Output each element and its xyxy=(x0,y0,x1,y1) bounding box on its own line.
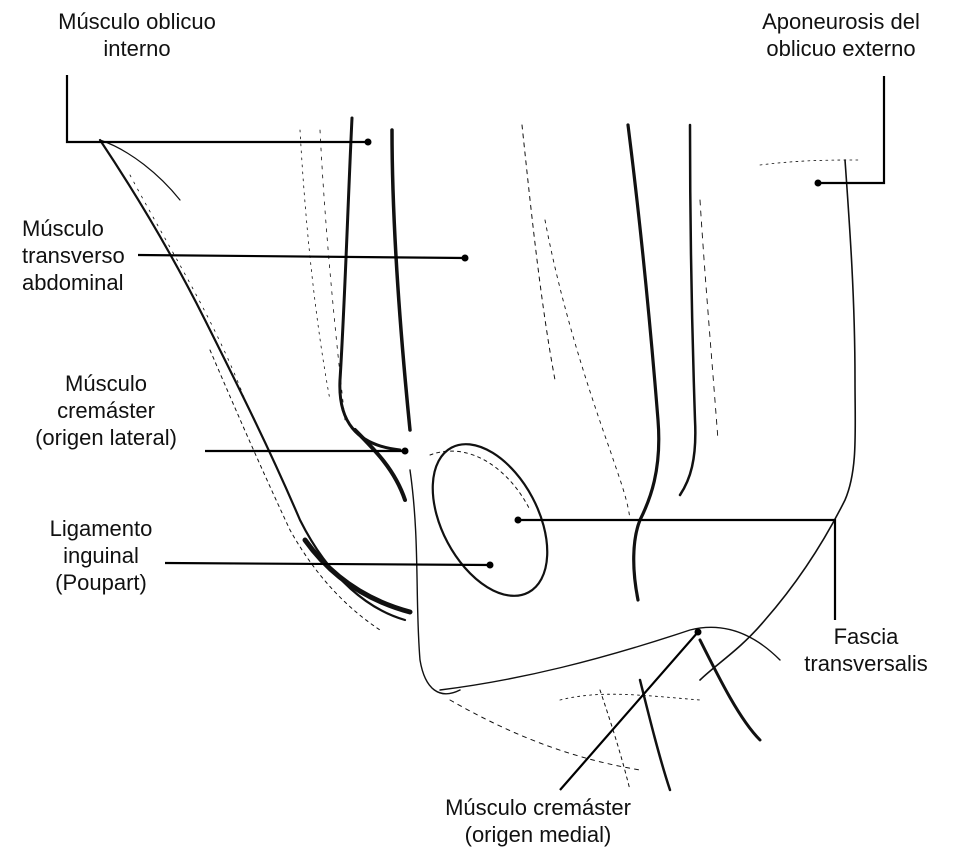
label-line: inguinal xyxy=(30,542,172,569)
label-line: Músculo oblicuo xyxy=(26,8,248,35)
anatomical-drawing xyxy=(100,118,860,790)
label-line: interno xyxy=(26,35,248,62)
leader-fascia xyxy=(515,517,836,621)
leader-oblicuo-interno xyxy=(67,75,372,146)
label-ligamento-inguinal: Ligamento inguinal (Poupart) xyxy=(30,515,172,596)
label-musculo-cremaster-medial: Músculo cremáster (origen medial) xyxy=(418,794,658,848)
label-aponeurosis-oblicuo-externo: Aponeurosis del oblicuo externo xyxy=(732,8,950,62)
label-musculo-transverso-abdominal: Músculo transverso abdominal xyxy=(22,215,152,296)
label-line: cremáster xyxy=(8,397,204,424)
label-musculo-oblicuo-interno: Músculo oblicuo interno xyxy=(26,8,248,62)
label-fascia-transversalis: Fascia transversalis xyxy=(786,623,946,677)
label-musculo-cremaster-lateral: Músculo cremáster (origen lateral) xyxy=(8,370,204,451)
label-line: transverso xyxy=(22,242,152,269)
leader-aponeurosis xyxy=(815,76,885,187)
label-line: (origen medial) xyxy=(418,821,658,848)
label-line: Aponeurosis del xyxy=(732,8,950,35)
label-line: Fascia xyxy=(786,623,946,650)
label-line: Músculo cremáster xyxy=(418,794,658,821)
label-line: Músculo xyxy=(22,215,152,242)
label-line: abdominal xyxy=(22,269,152,296)
label-line: transversalis xyxy=(786,650,946,677)
label-line: Músculo xyxy=(8,370,204,397)
inguinal-ligament-drawing xyxy=(410,470,780,790)
leader-transverso xyxy=(138,255,469,262)
label-line: (Poupart) xyxy=(30,569,172,596)
rectus-sheath-drawing xyxy=(522,125,718,600)
label-line: (origen lateral) xyxy=(8,424,204,451)
label-line: Ligamento xyxy=(30,515,172,542)
label-line: oblicuo externo xyxy=(732,35,950,62)
transversus-abdominis-drawing xyxy=(300,118,410,500)
leader-cremaster-medial xyxy=(560,629,702,791)
